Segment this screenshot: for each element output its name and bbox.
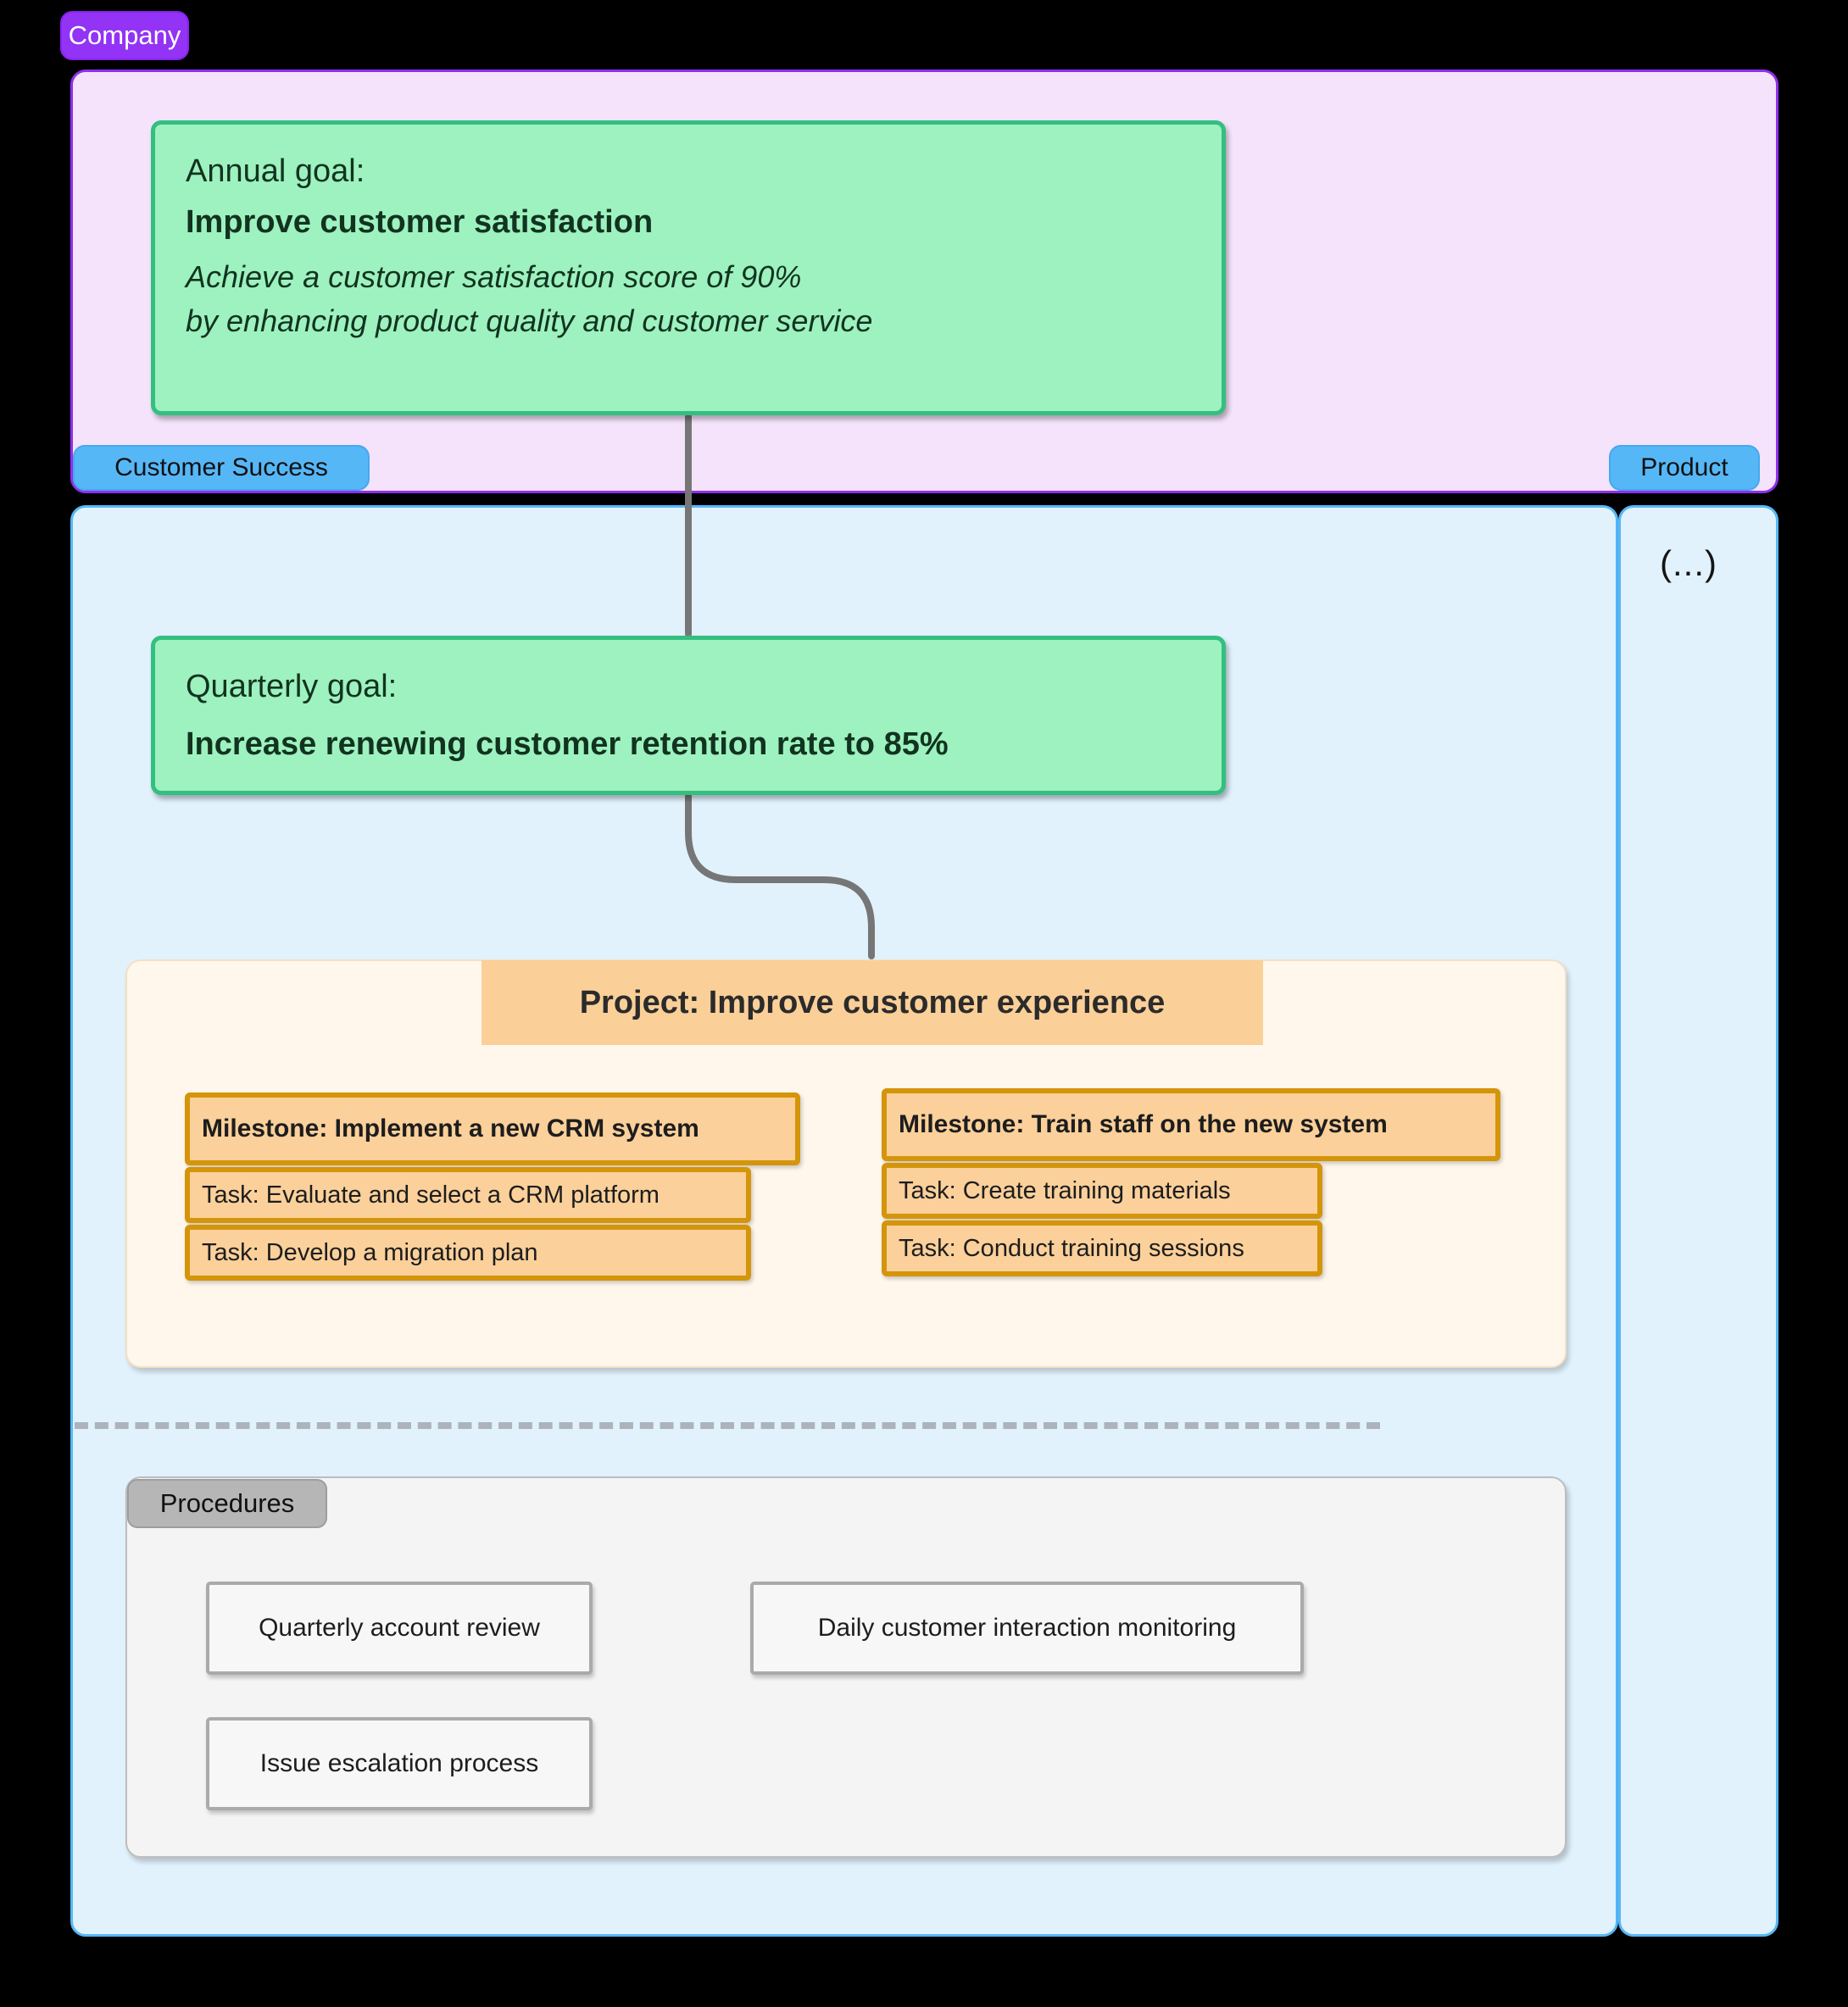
- procedure-card[interactable]: Quarterly account review: [206, 1582, 593, 1675]
- milestone-stack-1: Milestone: Implement a new CRM system Ta…: [185, 1092, 800, 1281]
- procedure-card[interactable]: Daily customer interaction monitoring: [750, 1582, 1304, 1675]
- section-divider: [75, 1422, 1380, 1429]
- task-card[interactable]: Task: Conduct training sessions: [882, 1220, 1322, 1276]
- procedures-label[interactable]: Procedures: [127, 1479, 327, 1528]
- milestone-card[interactable]: Milestone: Train staff on the new system: [882, 1088, 1500, 1161]
- milestone-stack-2: Milestone: Train staff on the new system…: [882, 1088, 1500, 1276]
- task-card[interactable]: Task: Create training materials: [882, 1163, 1322, 1219]
- annual-goal-title: Improve customer satisfaction: [186, 204, 654, 241]
- quarterly-goal-label: Quarterly goal:: [186, 669, 398, 704]
- lane-label-product[interactable]: Product: [1609, 445, 1760, 491]
- project-title[interactable]: Project: Improve customer experience: [481, 960, 1263, 1045]
- lane-product-ellipsis: (...): [1660, 543, 1717, 583]
- lane-label-customer-success[interactable]: Customer Success: [73, 445, 370, 491]
- procedure-card[interactable]: Issue escalation process: [206, 1717, 593, 1810]
- task-card[interactable]: Task: Develop a migration plan: [185, 1225, 751, 1281]
- lane-label-company[interactable]: Company: [60, 11, 189, 60]
- annual-goal-description-line-1: Achieve a customer satisfaction score of…: [186, 259, 802, 295]
- quarterly-goal-card[interactable]: Quarterly goal: Increase renewing custom…: [151, 636, 1226, 795]
- annual-goal-description-line-2: by enhancing product quality and custome…: [186, 303, 873, 338]
- milestone-card[interactable]: Milestone: Implement a new CRM system: [185, 1092, 800, 1165]
- annual-goal-card[interactable]: Annual goal: Improve customer satisfacti…: [151, 120, 1226, 415]
- quarterly-goal-title: Increase renewing customer retention rat…: [186, 726, 949, 763]
- annual-goal-label: Annual goal:: [186, 153, 365, 189]
- task-card[interactable]: Task: Evaluate and select a CRM platform: [185, 1167, 751, 1223]
- lane-product: (...): [1618, 505, 1778, 1937]
